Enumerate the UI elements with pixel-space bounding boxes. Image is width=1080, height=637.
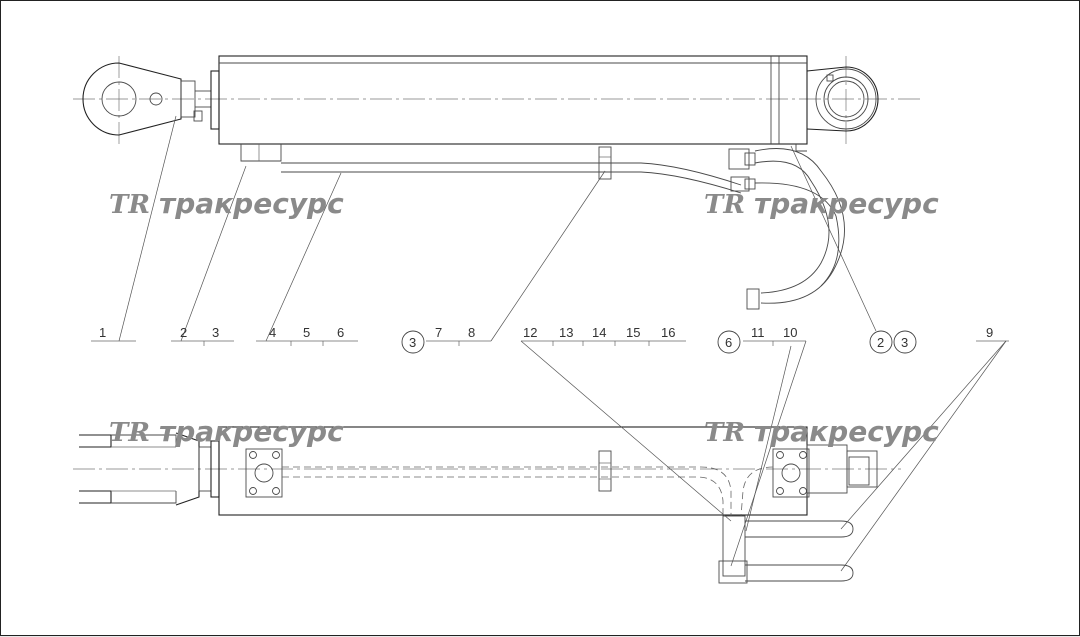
callout-12: 12 [523,325,537,340]
callout-2: 2 [180,325,187,340]
callout-3-circled: 3 [409,335,416,350]
callout-5: 5 [303,325,310,340]
callout-6-circled: 6 [725,335,732,350]
callout-6: 6 [337,325,344,340]
cylinder-end-eye [806,66,879,132]
watermark-logo: TR [704,418,745,448]
watermark-bottom-left: TR тракресурс [109,415,344,448]
callout-11: 11 [751,325,765,340]
callout-2-circled: 2 [877,335,884,350]
callout-4: 4 [269,325,276,340]
watermark-text: тракресурс [754,415,939,448]
hoses-bottom [718,515,854,584]
watermark-text: тракресурс [159,187,344,220]
flange-right [772,448,810,498]
tube-line-top [281,146,845,310]
watermark-logo: TR [109,190,150,220]
callout-13: 13 [559,325,573,340]
callout-10: 10 [783,325,797,340]
callout-16: 16 [661,325,675,340]
watermark-text: тракресурс [159,415,344,448]
watermark-bottom-right: TR тракресурс [704,415,939,448]
watermark-top-right: TR тракресурс [704,187,939,220]
watermark-logo: TR [109,418,150,448]
bottom-view [73,340,1007,584]
callout-9: 9 [986,325,993,340]
cylinder-barrel [210,55,808,162]
watermark-text: тракресурс [754,187,939,220]
callouts: 1 2 3 4 5 6 3 7 8 12 13 14 15 16 6 11 10… [99,325,993,354]
flange-left [245,448,283,498]
callout-3-circled-right: 3 [901,335,908,350]
top-view [73,55,1009,346]
callout-15: 15 [626,325,640,340]
callout-8: 8 [468,325,475,340]
watermark-top-left: TR тракресурс [109,187,344,220]
callout-7: 7 [435,325,442,340]
callout-14: 14 [592,325,606,340]
callout-3: 3 [212,325,219,340]
callout-1: 1 [99,325,106,340]
rod-eye [82,62,211,136]
watermark-logo: TR [704,190,745,220]
